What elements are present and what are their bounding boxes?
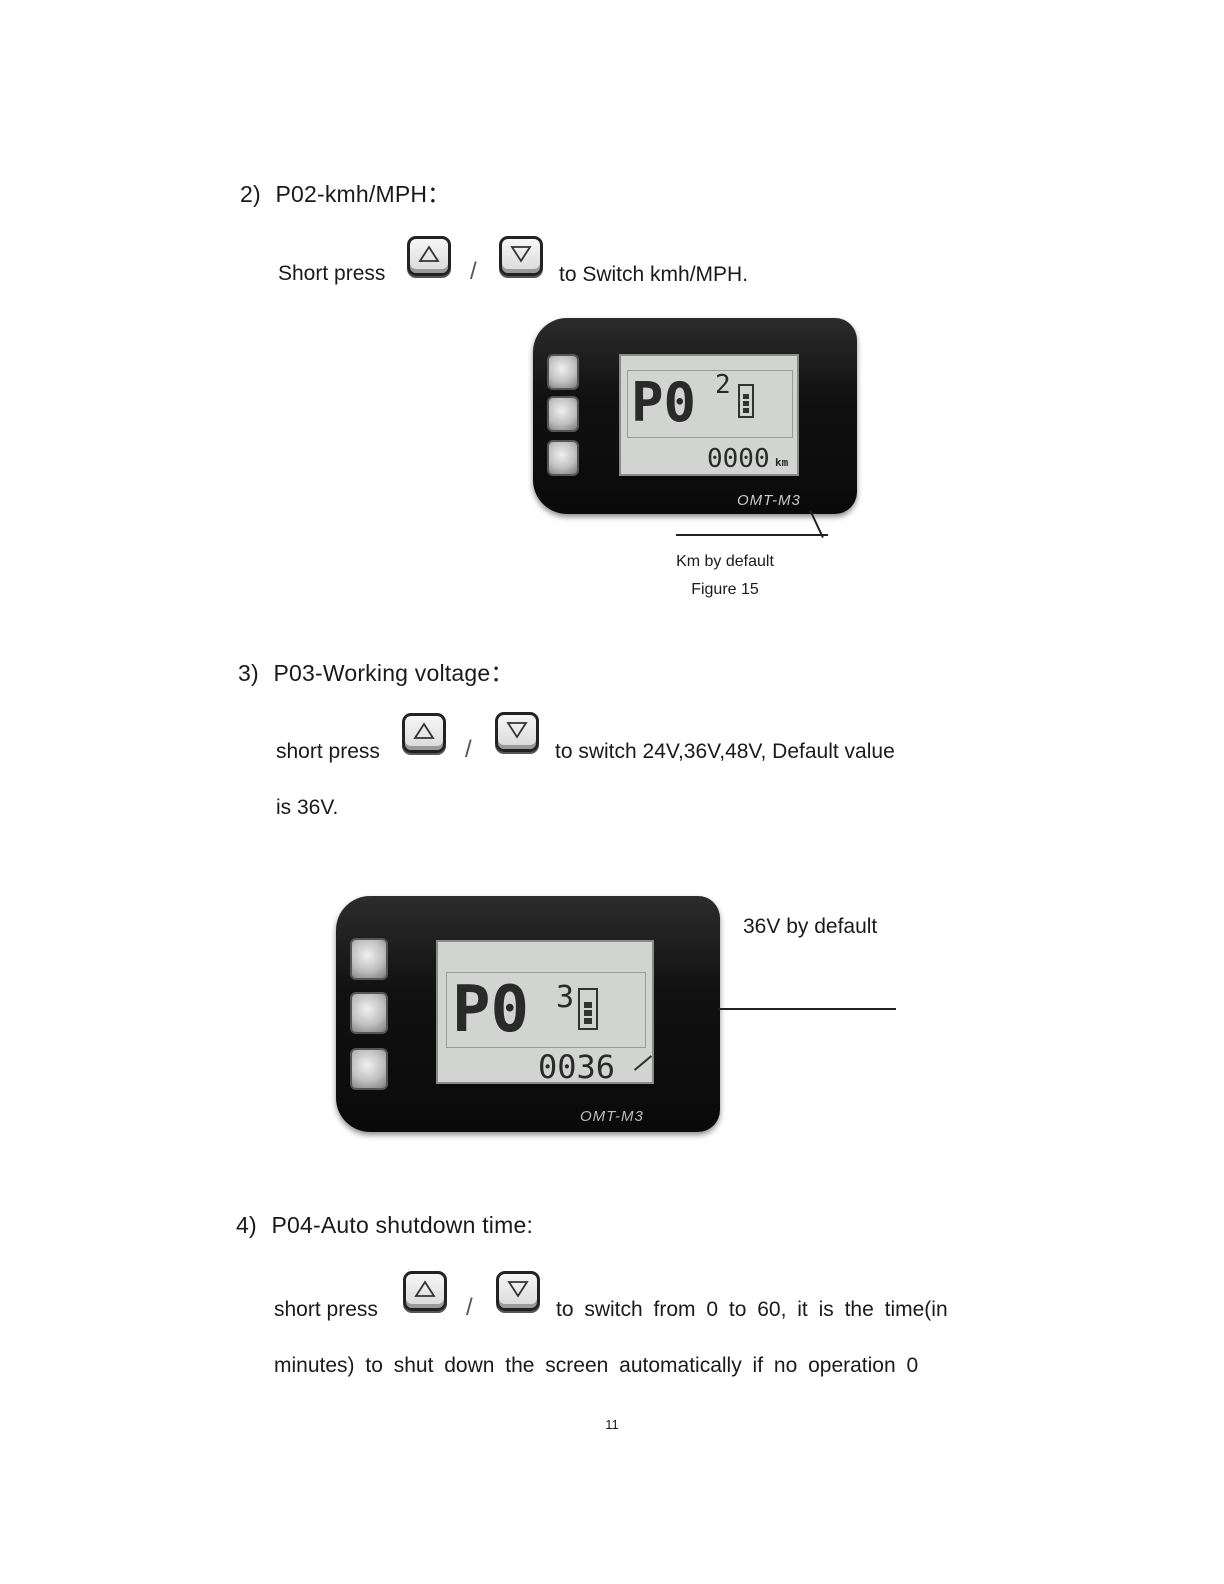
- section-4-heading: 4) P04-Auto shutdown time:: [236, 1212, 533, 1239]
- lcd-param: P0: [452, 973, 530, 1047]
- lcd-value: 0036: [538, 1048, 616, 1086]
- separator-slash: /: [466, 1294, 473, 1321]
- section-2-title: P02-kmh/MPH：: [275, 181, 451, 207]
- up-button-icon: [402, 713, 446, 753]
- display-device-p02: P0 2 0000 km OMT-M3: [533, 318, 857, 514]
- lcd-pointer-mark: [633, 1055, 653, 1071]
- device-button-bottom: [350, 1048, 388, 1090]
- section-3-instruction-line2: is 36V.: [276, 796, 339, 819]
- battery-icon: [738, 384, 754, 418]
- lcd-param: P0: [631, 371, 697, 434]
- lcd-value: 0000: [707, 444, 770, 474]
- section-3-instruction-prefix: short press: [276, 740, 380, 763]
- lcd-unit: km: [775, 456, 789, 469]
- lcd-param-digit: 3: [556, 980, 575, 1015]
- section-4-number: 4): [236, 1212, 257, 1238]
- section-4-instruction-suffix: to switch from 0 to 60, it is the time(i…: [556, 1298, 948, 1321]
- annotation-line: [718, 1008, 896, 1010]
- section-3-number: 3): [238, 660, 259, 686]
- up-button-icon: [407, 236, 451, 276]
- up-button-icon: [403, 1271, 447, 1311]
- section-4-title: P04-Auto shutdown time:: [271, 1212, 534, 1238]
- device-button-bottom: [547, 440, 579, 476]
- section-2-instruction-suffix: to Switch kmh/MPH.: [559, 263, 749, 286]
- annotation-line: [676, 534, 828, 536]
- separator-slash: /: [465, 736, 472, 763]
- lcd-screen: P0 3 0036: [436, 940, 654, 1086]
- device-button-top: [547, 354, 579, 390]
- device-button-middle: [547, 396, 579, 432]
- down-button-icon: [496, 1271, 540, 1311]
- section-3-instruction-suffix: to switch 24V,36V,48V, Default value: [555, 740, 895, 763]
- down-button-icon: [499, 236, 543, 276]
- section-4-instruction-line2: minutes) to shut down the screen automat…: [274, 1354, 919, 1377]
- section-2-annotation: Km by default: [676, 553, 774, 570]
- battery-icon: [578, 988, 598, 1030]
- display-device-p03: P0 3 0036 OMT-M3: [336, 896, 720, 1132]
- figure-caption: Figure 15: [691, 581, 759, 598]
- section-3-title: P03-Working voltage：: [273, 660, 514, 686]
- section-2-number: 2): [240, 181, 261, 207]
- device-model-label: OMT-M3: [737, 492, 801, 509]
- section-2-instruction-prefix: Short press: [278, 262, 386, 285]
- page-number: 11: [605, 1417, 619, 1432]
- section-2-heading: 2) P02-kmh/MPH：: [240, 175, 450, 209]
- down-button-icon: [495, 712, 539, 752]
- device-button-top: [350, 938, 388, 980]
- device-button-middle: [350, 992, 388, 1034]
- separator-slash: /: [470, 258, 477, 285]
- section-4-instruction-prefix: short press: [274, 1298, 378, 1321]
- section-3-annotation: 36V by default: [743, 915, 878, 938]
- lcd-param-digit: 2: [715, 370, 731, 400]
- section-3-heading: 3) P03-Working voltage：: [238, 654, 514, 688]
- device-model-label: OMT-M3: [580, 1108, 644, 1125]
- lcd-screen: P0 2 0000 km: [619, 354, 799, 476]
